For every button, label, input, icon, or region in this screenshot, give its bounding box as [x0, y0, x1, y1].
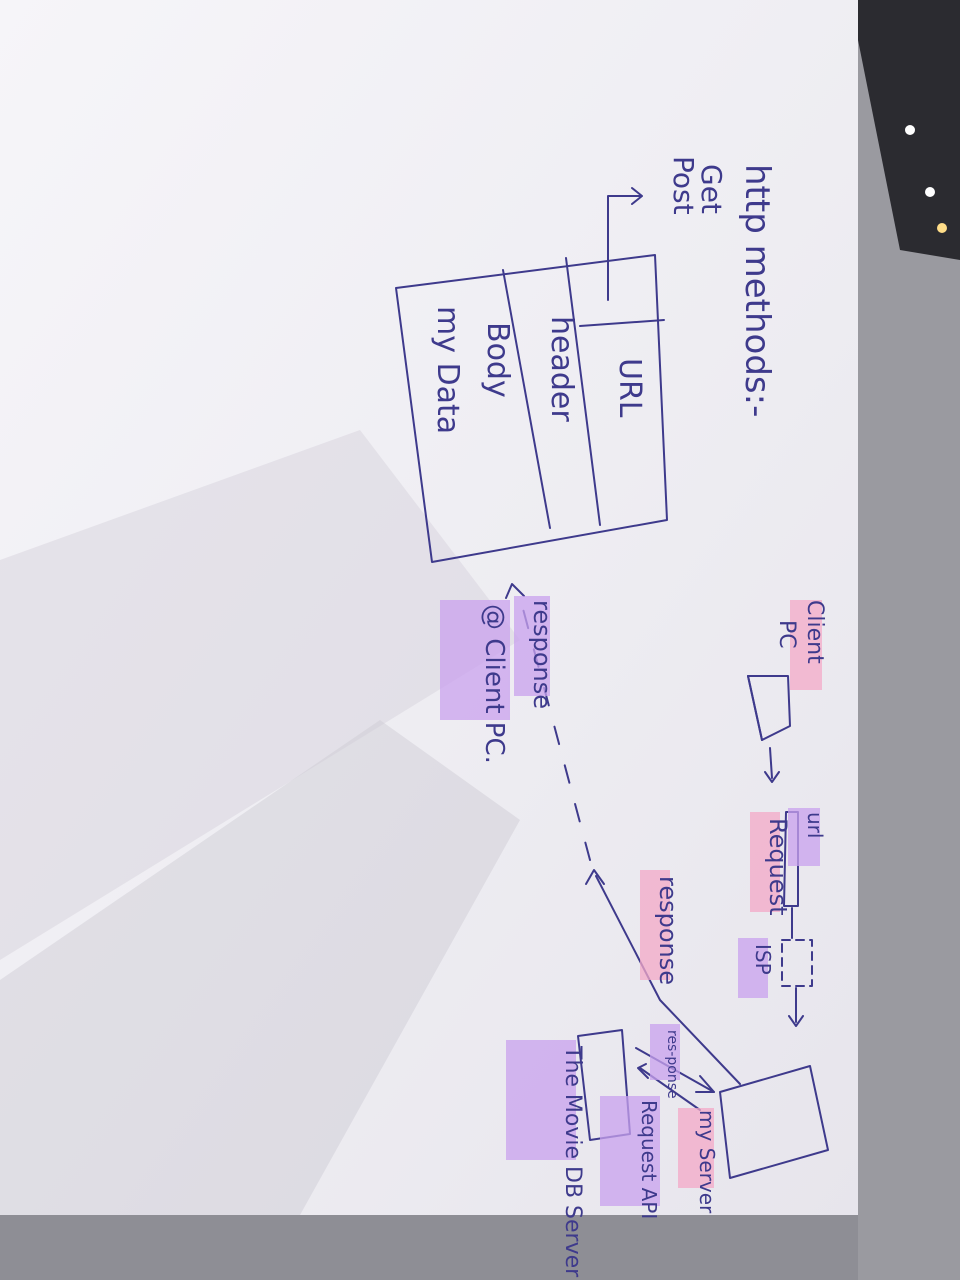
client-pc-edge — [747, 675, 763, 741]
dashed-return — [517, 589, 591, 861]
arrowhead — [631, 187, 643, 205]
arrowhead — [637, 1063, 649, 1079]
light-dot — [905, 125, 915, 135]
method-arrow — [607, 195, 641, 301]
box-body: Body — [480, 322, 515, 398]
highlight-my-server — [678, 1108, 714, 1188]
highlight-response-bottom — [514, 596, 550, 696]
highlight-client — [790, 600, 822, 690]
box-divider — [502, 269, 551, 529]
box-header: header — [544, 316, 579, 422]
light-dot — [925, 187, 935, 197]
box-data: my Data — [430, 306, 465, 434]
method-post: Post — [667, 156, 700, 215]
http-request-box — [395, 254, 668, 563]
method-get: Get — [695, 164, 728, 214]
request-label: Request — [764, 818, 792, 916]
response-bottom: response — [528, 600, 556, 709]
request-api: Request API — [637, 1100, 661, 1219]
arrowhead — [764, 771, 780, 783]
highlight-res-ponse — [650, 1024, 680, 1080]
highlight-movie-db — [506, 1040, 576, 1160]
arrow-pc-request — [769, 747, 773, 779]
arrowhead — [505, 583, 525, 599]
shadow-band — [0, 720, 520, 1215]
highlight-request-api — [600, 1096, 660, 1206]
arrowhead — [585, 869, 605, 885]
box-divider — [565, 257, 601, 526]
shadow-band — [0, 430, 520, 960]
my-server: my Server — [695, 1110, 719, 1214]
highlight-client-bottom — [440, 600, 510, 720]
highlight-response — [640, 870, 670, 980]
isp-box — [781, 939, 813, 987]
highlight-url — [788, 808, 820, 866]
isp-label: ISP — [751, 944, 775, 975]
response-short: res-ponse — [664, 1030, 680, 1099]
highlight-request — [750, 812, 780, 912]
request-url: url — [803, 812, 827, 838]
response-top: response — [654, 876, 682, 985]
client-pc: PC — [774, 620, 799, 649]
response-line — [595, 875, 741, 1085]
arrowhead — [695, 1075, 715, 1093]
arrowhead — [788, 1015, 804, 1027]
box-divider — [579, 319, 665, 327]
my-server-box — [719, 1065, 829, 1179]
box-url: URL — [612, 358, 647, 418]
client-pc-bottom: @ Client PC. — [479, 604, 509, 764]
table-strip — [0, 1215, 858, 1280]
movie-db: The Movie DB Server — [560, 1045, 585, 1278]
highlight-isp — [738, 938, 768, 998]
client-title: Client — [802, 600, 827, 664]
title-http-methods: http methods:- — [737, 164, 777, 417]
light-dot — [937, 223, 947, 233]
